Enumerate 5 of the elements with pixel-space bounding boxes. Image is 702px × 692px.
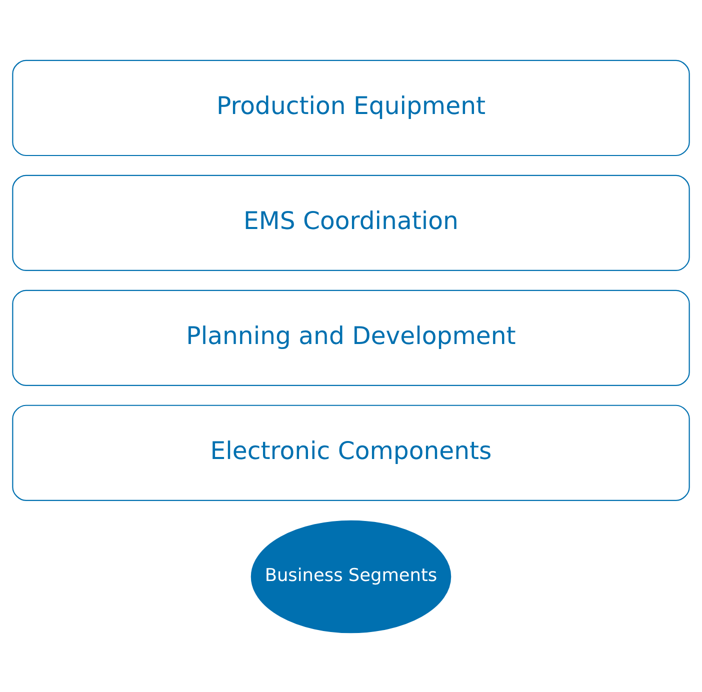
node-box: EMS Coordination: [12, 174, 690, 271]
node-box: Electronic Components: [12, 404, 690, 500]
node-box: Planning and Development: [12, 289, 690, 386]
node-box: Production Equipment: [12, 59, 690, 156]
node-ellipse: Business Segments: [250, 520, 452, 633]
